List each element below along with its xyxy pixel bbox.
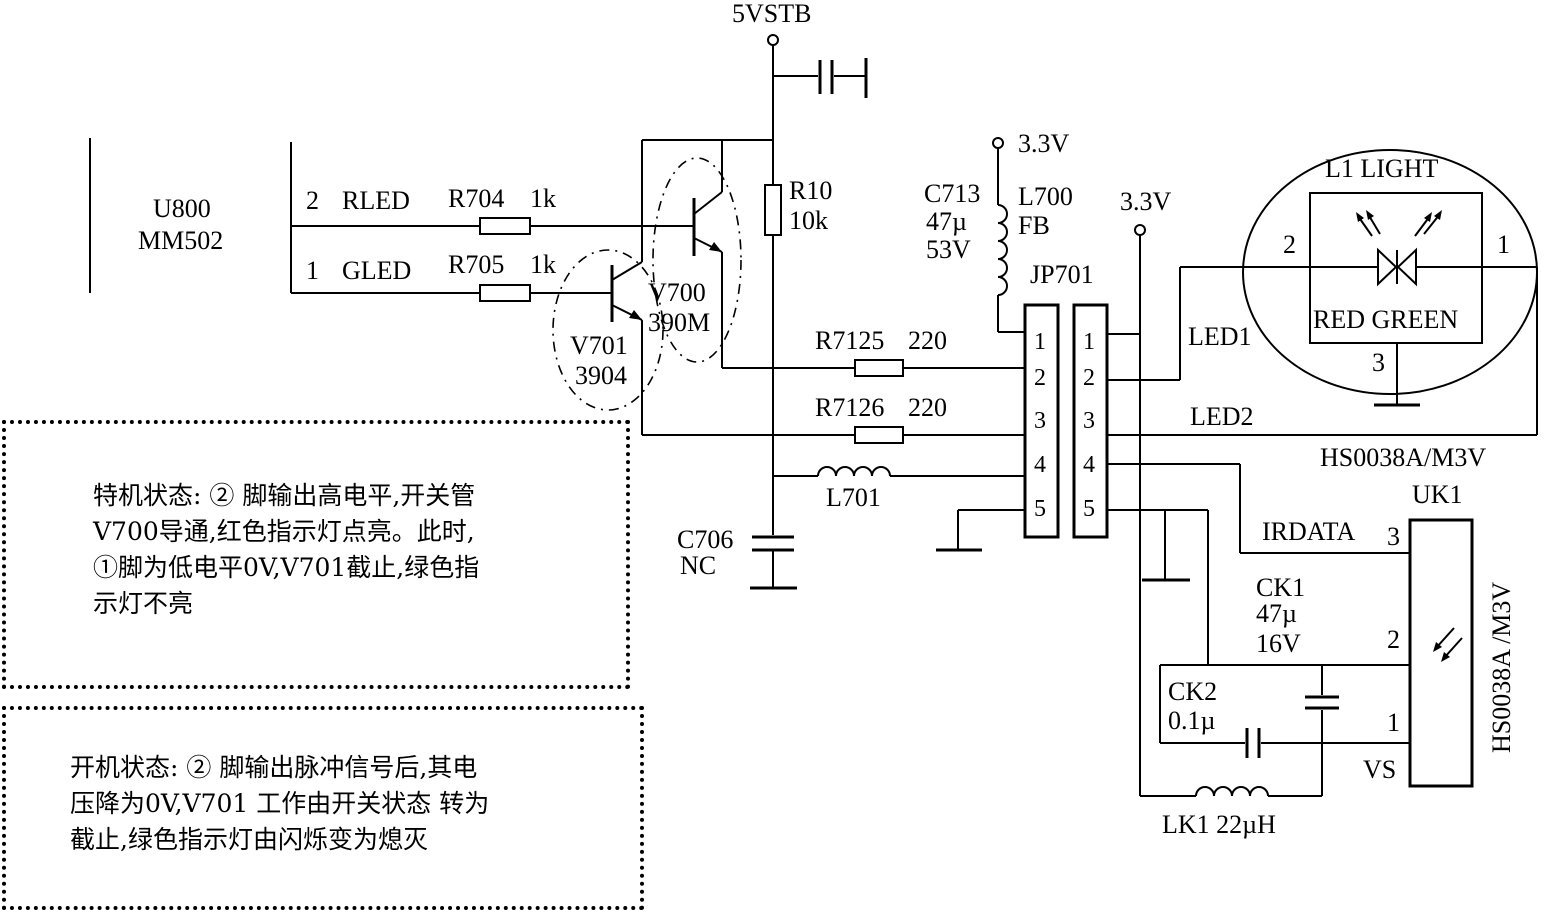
label-r10-value: 10k: [789, 206, 828, 235]
pin-gled-number: 1: [306, 256, 319, 285]
u800-mm502: U800 MM502 2 RLED 1 GLED: [89, 138, 411, 293]
r704-resistor: R704 1k: [291, 184, 694, 235]
label-red-green: RED GREEN: [1313, 305, 1458, 334]
label-irdata: IRDATA: [1262, 517, 1355, 546]
label-u800: U800: [153, 194, 211, 223]
jp-left-pin-3: 3: [1034, 408, 1046, 434]
label-r705: R705: [448, 250, 504, 279]
supply-3v3-l700: 3.3V L700 FB C713 47µ 53V: [924, 129, 1073, 333]
r10-resistor: R10 10k: [764, 140, 832, 535]
label-led2: LED2: [1190, 402, 1254, 431]
label-l1-light: L1 LIGHT: [1325, 154, 1438, 183]
label-c713-value1: 47µ: [926, 207, 967, 236]
label-r7126-value: 220: [908, 393, 947, 422]
label-v700-value: 390M: [648, 308, 710, 337]
label-l1-pin2: 2: [1283, 230, 1296, 259]
label-ck1-value1: 47µ: [1256, 599, 1297, 628]
label-v701: V701: [570, 331, 628, 360]
transistor-v701: V701 3904: [552, 140, 664, 435]
jp-right-pin-4: 4: [1083, 452, 1095, 478]
jp-left-pin-5: 5: [1034, 496, 1046, 522]
jp-left-pin-2: 2: [1034, 365, 1046, 391]
label-uk1-pin1: 1: [1387, 708, 1400, 737]
note-standby-text: 特机状态: ② 脚输出高电平,开关管 V700导通,红色指示灯点亮。此时, ①脚…: [93, 481, 480, 618]
label-v701-value: 3904: [575, 361, 627, 390]
jp-right-pin-5: 5: [1083, 496, 1095, 522]
label-led1: LED1: [1188, 322, 1252, 351]
ground-left: [936, 509, 1025, 552]
label-ck2: CK2: [1168, 677, 1217, 706]
c706-capacitor: C706 NC: [677, 525, 797, 590]
r7126-resistor: R7126 220: [642, 393, 1025, 444]
label-3v3-a: 3.3V: [1018, 129, 1070, 158]
label-r7125-value: 220: [908, 326, 947, 355]
label-c706: C706: [677, 525, 733, 554]
label-r704-value: 1k: [530, 184, 556, 213]
l701-inductor: L701: [773, 466, 1025, 512]
ck-lk-network: CK1 47µ 16V CK2 0.1µ LK1 22µH: [1140, 573, 1410, 839]
note-standby-box: [2, 420, 630, 689]
label-l701: L701: [826, 483, 881, 512]
label-r7125: R7125: [815, 326, 884, 355]
label-ck1: CK1: [1256, 573, 1305, 602]
label-v700: V700: [648, 278, 706, 307]
transistor-v700: V700 390M: [648, 140, 742, 368]
label-c713: C713: [924, 179, 980, 208]
label-l1-pin1: 1: [1497, 230, 1510, 259]
l1-light-led: L1 LIGHT RED GREEN 2 1 3 HS0038A/M3V: [1242, 149, 1538, 472]
label-l1-pin3: 3: [1372, 348, 1385, 377]
r7125-resistor: R7125 220: [722, 326, 1025, 377]
label-gled: GLED: [342, 256, 411, 285]
label-uk1-pin2: 2: [1387, 625, 1400, 654]
label-vs: VS: [1363, 755, 1396, 784]
uk1-ir-receiver: UK1 3 2 1 VS HS0038A /M3V: [1363, 480, 1516, 788]
pin-rled-number: 2: [306, 186, 319, 215]
label-l700: L700: [1018, 182, 1073, 211]
label-lk1: LK1 22µH: [1162, 810, 1276, 839]
label-r704: R704: [448, 184, 504, 213]
label-hs0038-vertical: HS0038A /M3V: [1487, 582, 1516, 753]
label-uk1: UK1: [1412, 480, 1463, 509]
jp-left-pin-1: 1: [1034, 329, 1046, 355]
label-l700-value: FB: [1018, 211, 1050, 240]
jp-left-pin-4: 4: [1034, 452, 1046, 478]
jp-right-pin-1: 1: [1083, 329, 1095, 355]
label-5vstb: 5VSTB: [732, 0, 811, 28]
label-uk1-pin3: 3: [1387, 522, 1400, 551]
label-ck1-value2: 16V: [1256, 629, 1301, 658]
note-poweron-box: [2, 706, 644, 910]
note-poweron-text: 开机状态: ② 脚输出脉冲信号后,其电 压降为0V,V701 工作由开关状态 转…: [70, 753, 490, 854]
jp701-connector: JP701 1 2 3 4 5 1 2 3 4 5: [1023, 260, 1109, 539]
label-c713-value2: 53V: [926, 235, 971, 264]
jp-right-pin-2: 2: [1083, 365, 1095, 391]
jp701-right-wiring: 3.3V LED1 LED2 IRDATA: [1107, 187, 1538, 796]
supply-5vstb: 5VSTB: [732, 0, 868, 140]
label-jp701: JP701: [1030, 260, 1094, 289]
label-3v3-b: 3.3V: [1120, 187, 1172, 216]
label-r705-value: 1k: [530, 250, 556, 279]
label-r10: R10: [789, 176, 832, 205]
label-mm502: MM502: [138, 226, 223, 255]
r705-resistor: R705 1k: [291, 250, 612, 302]
label-r7126: R7126: [815, 393, 884, 422]
label-hs0038-horizontal: HS0038A/M3V: [1320, 443, 1486, 472]
label-ck2-value: 0.1µ: [1168, 706, 1216, 735]
jp-right-pin-3: 3: [1083, 408, 1095, 434]
label-c706-value: NC: [680, 551, 716, 580]
label-rled: RLED: [342, 186, 410, 215]
